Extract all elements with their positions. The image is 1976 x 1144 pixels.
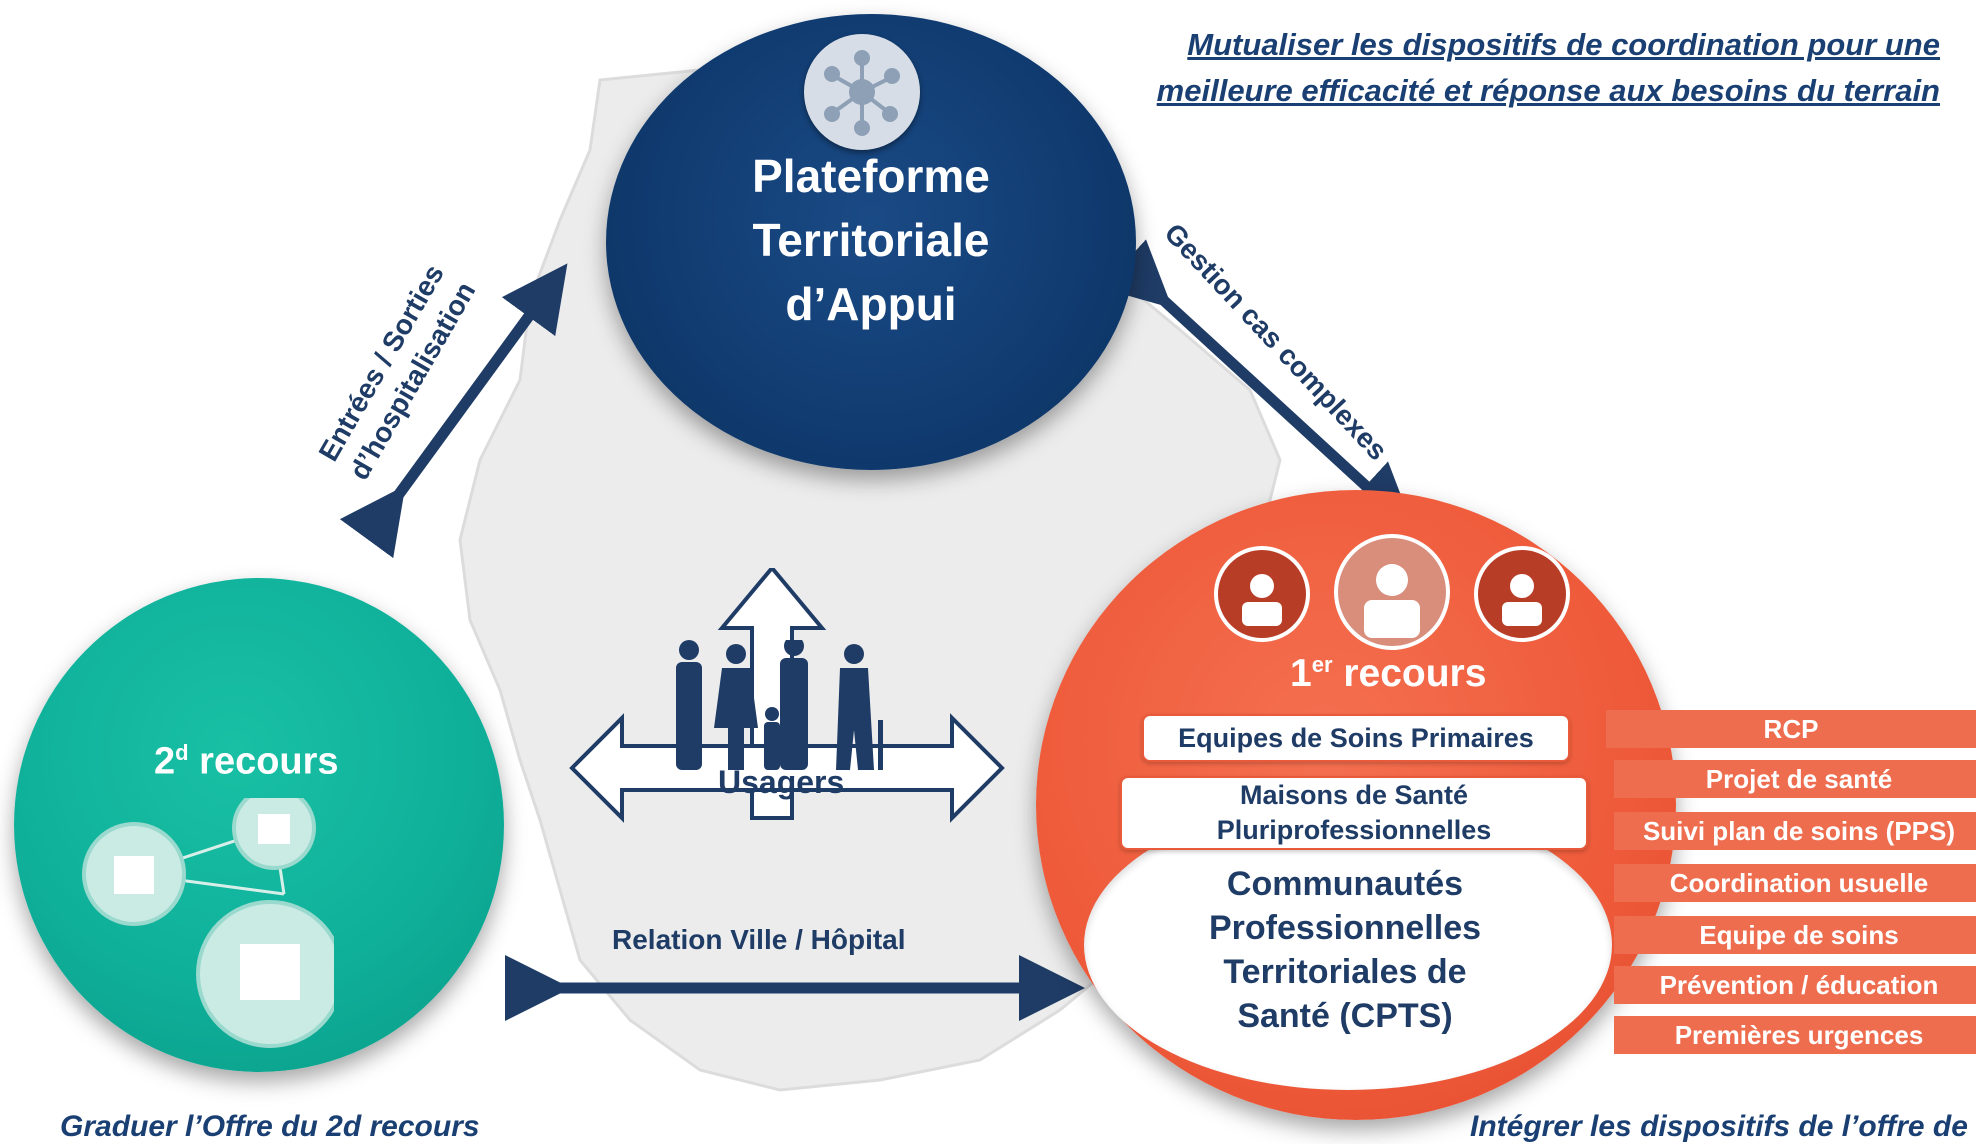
esp-box: Equipes de Soins Primaires — [1142, 714, 1570, 762]
cpts-line-4: Santé (CPTS) — [1237, 997, 1453, 1035]
second-recours-word: recours — [188, 740, 339, 783]
network-hub-icon — [804, 34, 920, 150]
headline: Mutualiser les dispositifs de coordinati… — [1080, 22, 1940, 114]
tag-rcp: RCP — [1606, 710, 1976, 748]
headline-line-1: Mutualiser les dispositifs de coordinati… — [1187, 27, 1940, 62]
tag-coordination-usuelle: Coordination usuelle — [1614, 864, 1976, 902]
cpts-line-2: Professionnelles — [1208, 909, 1482, 947]
msp-line-1: Maisons de Santé — [1239, 780, 1469, 810]
arrow-hospitalisation — [339, 263, 568, 559]
pta-title-line-2: Territoriale — [752, 214, 990, 266]
second-recours-sup: d — [175, 740, 189, 765]
tag-prevention-education: Prévention / éducation — [1614, 966, 1976, 1004]
tag-equipe-soins: Equipe de soins — [1614, 916, 1976, 954]
pta-circle: Plateforme Territoriale d’Appui — [606, 14, 1136, 470]
headline-line-2: meilleure efficacité et réponse aux beso… — [1156, 73, 1940, 108]
cpts-text: Communautés Professionnelles Territorial… — [1130, 862, 1560, 1038]
tag-suivi-pps: Suivi plan de soins (PPS) — [1614, 812, 1976, 850]
pta-title-line-3: d’Appui — [785, 278, 957, 330]
hospital-network-icon — [82, 798, 334, 1048]
family-icon — [664, 636, 904, 775]
tag-premieres-urgences: Premières urgences — [1614, 1016, 1976, 1054]
second-recours-num: 2 — [154, 740, 176, 783]
first-recours-sup: er — [1311, 652, 1333, 677]
tag-projet-sante: Projet de santé — [1614, 760, 1976, 798]
care-team-icons — [1214, 534, 1570, 650]
second-recours-title: 2d recours — [154, 740, 339, 784]
msp-box: Maisons de Santé Pluriprofessionnelles — [1120, 776, 1588, 850]
usagers-label: Usagers — [718, 764, 845, 800]
first-recours-title: 1er recours — [1290, 652, 1486, 696]
arrow-cas-complexes — [1101, 239, 1415, 531]
bottom-right-text: Intégrer les dispositifs de l’offre de — [1470, 1110, 1968, 1143]
bottom-left-text: Graduer l’Offre du 2d recours — [60, 1110, 480, 1143]
label-relation-ville-hopital: Relation Ville / Hôpital — [612, 924, 906, 955]
first-recours-word: recours — [1332, 652, 1487, 695]
pta-title-line-1: Plateforme — [752, 150, 990, 202]
cpts-line-1: Communautés — [1226, 865, 1464, 903]
pta-title: Plateforme Territoriale d’Appui — [606, 144, 1136, 336]
first-recours-num: 1 — [1290, 652, 1312, 695]
cpts-line-3: Territoriales de — [1223, 953, 1467, 991]
second-recours-circle: 2d recours — [14, 578, 504, 1072]
msp-line-2: Pluriprofessionnelles — [1216, 815, 1492, 845]
